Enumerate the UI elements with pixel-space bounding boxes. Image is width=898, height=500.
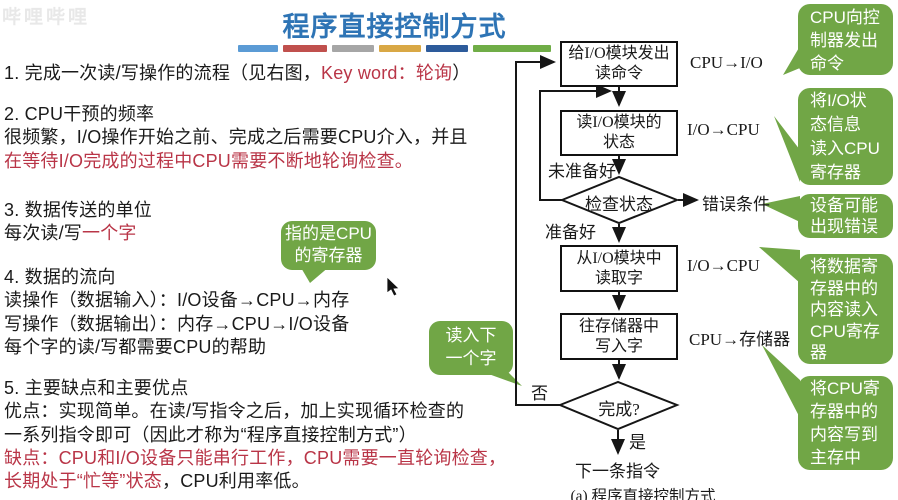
callout-device-error: 设备可能 出现错误 [798,194,893,238]
page-title: 程序直接控制方式 [282,12,507,42]
text-line: 写操作（数据输出）：内存→CPU→I/O设备 [4,313,350,334]
text-line: 4. 数据的流向 [4,267,116,287]
text-line: 每个字的读/写都需要CPU的帮助 [4,336,267,357]
callout-cpu-register: 指的是CPU 的寄存器 [281,221,376,270]
flowchart-caption: (a) 程序直接控制方式 [570,488,716,500]
text-line: 2. CPU干预的频率 [4,104,155,124]
label-error-condition: 错误条件 [702,195,770,214]
bubble-tail [300,266,330,283]
decision-check-status [559,175,680,225]
text-line: 读操作（数据输入）：I/O设备→CPU→内存 [4,290,350,311]
label-cpu-to-io: CPU→I/O [690,53,763,72]
bubble-tail [762,196,800,222]
label-io-to-cpu-2: I/O→CPU [687,256,760,275]
mouse-cursor [386,276,400,297]
bubble-tail [774,116,800,182]
accent-dash [332,45,374,52]
accent-dash [238,45,278,52]
label-next-instruction: 下一条指令 [575,462,660,481]
text-line: 优点：实现简单。在读/写指令之后，加上实现循环检查的 [4,401,465,422]
bubble-tail [759,247,800,283]
bubble-tail [783,46,800,75]
accent-dash [473,45,551,52]
bubble-tail [762,345,800,418]
text-line: 很频繁，I/O操作开始之前、完成之后需要CPU介入，并且 [4,127,468,148]
text-line: 长期处于“忙等”状态，CPU利用率低。 [4,471,310,492]
accent-dash [283,45,327,52]
text-line: 每次读/写一个字 [4,223,137,244]
accent-dashes [238,45,551,52]
label-yes: 是 [629,433,646,452]
text-line: 缺点：CPU和I/O设备只能串行工作，CPU需要一直轮询检查， [4,447,507,468]
callout-data-reg-to-cpu: 将数据寄 存器中的 内容读入 CPU寄存 器 [798,254,893,364]
notes-section-4: 4. 数据的流向读操作（数据输入）：I/O设备→CPU→内存写操作（数据输出）：… [4,266,519,359]
flow-box-read-io-status: 读I/O模块的 状态 [560,110,678,156]
label-io-to-cpu: I/O→CPU [687,120,760,139]
bilibili-watermark: 哔哩哔哩 [2,7,91,28]
flow-box-write-word: 往存储器中 写入字 [560,313,678,360]
callout-read-next-word: 读入下 一个字 [429,321,513,375]
notes-section-5: 5. 主要缺点和主要优点优点：实现简单。在读/写指令之后，加上实现循环检查的一系… [4,377,519,493]
text-line: 一系列指令即可（因此才称为“程序直接控制方式”） [4,424,417,445]
text-line: 1. 完成一次读/写操作的流程（见右图，Key word：轮询） [4,63,471,83]
decision-done-label: 完成? [598,400,640,419]
flow-box-issue-read-command: 给I/O模块发出 读命令 [560,41,678,87]
callout-cpu-reg-to-memory: 将CPU寄 存器中的 内容写到 主存中 [798,376,893,470]
decision-done [557,380,680,431]
decision-check-status-label: 检查状态 [585,195,653,214]
accent-dash [379,45,421,52]
flow-box-read-word: 从I/O模块中 读取字 [560,245,678,292]
label-not-ready: 未准备好 [548,162,616,181]
label-no: 否 [531,384,548,403]
accent-dash [426,45,468,52]
notes-section-1: 1. 完成一次读/写操作的流程（见右图，Key word：轮询） [4,62,519,85]
text-line: 3. 数据传送的单位 [4,200,153,220]
callout-status-into-cpu: 将I/O状 态信息 读入CPU 寄存器 [798,88,893,185]
notes-section-3: 3. 数据传送的单位每次读/写一个字 [4,199,519,246]
label-ready: 准备好 [545,223,596,242]
text-line: 在等待I/O完成的过程中CPU需要不断地轮询检查。 [4,150,414,171]
callout-cpu-issues-command: CPU向控 制器发出 命令 [798,4,893,75]
text-line: 5. 主要缺点和主要优点 [4,378,189,398]
notes-section-2: 2. CPU干预的频率很频繁，I/O操作开始之前、完成之后需要CPU介入，并且在… [4,103,519,173]
label-cpu-to-memory: CPU→存储器 [689,330,791,349]
